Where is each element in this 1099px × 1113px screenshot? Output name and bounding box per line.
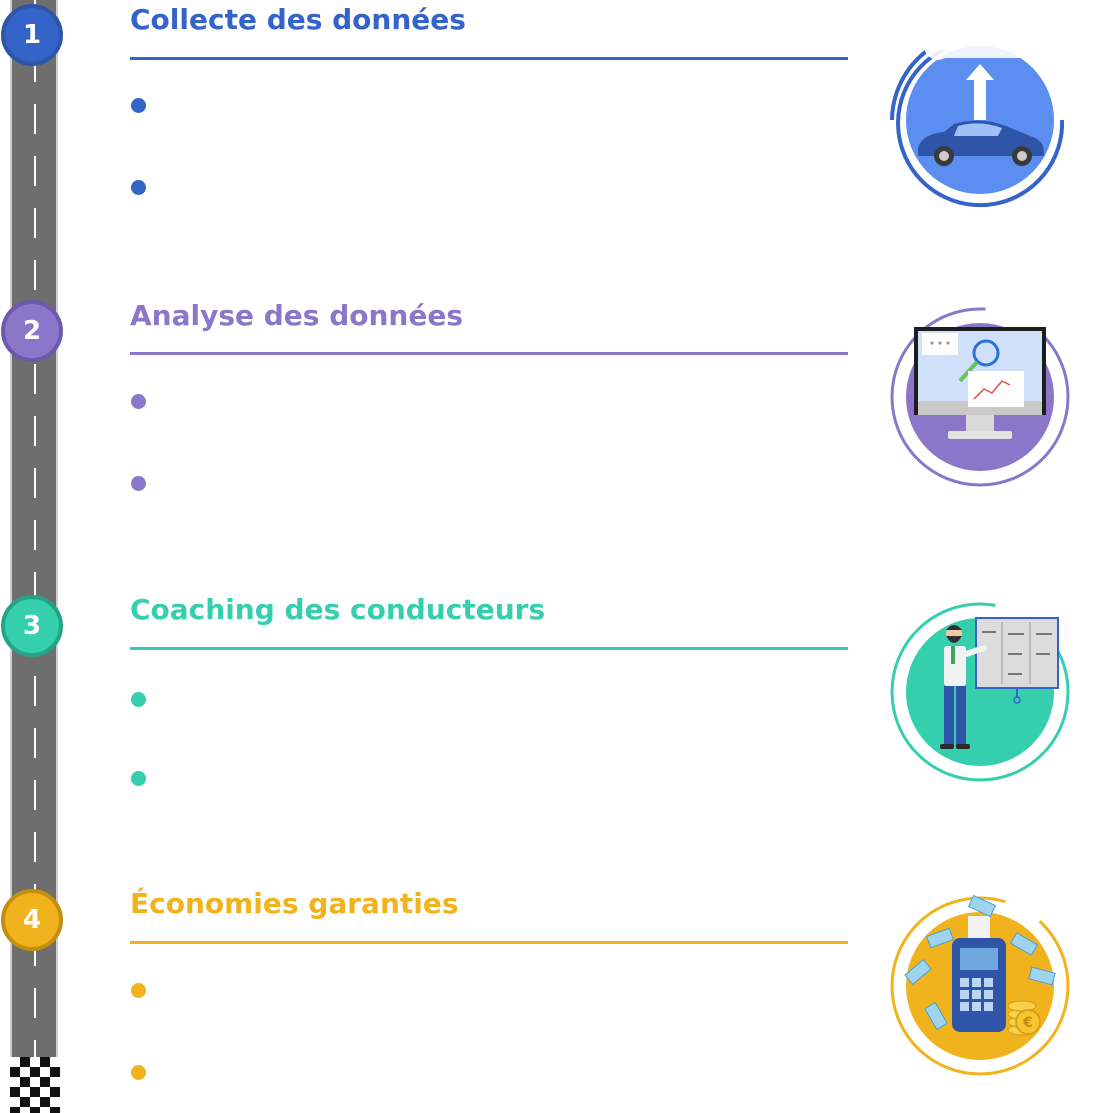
step-4-title: Économies garanties bbox=[130, 887, 459, 920]
step-3-bullet-1 bbox=[131, 692, 146, 707]
step-2-title: Analyse des données bbox=[130, 299, 463, 332]
svg-text:€: € bbox=[1022, 1015, 1033, 1031]
car-upload-cloud-icon bbox=[890, 28, 1065, 208]
computer-analysis-icon bbox=[890, 307, 1070, 487]
step-4-divider bbox=[130, 941, 848, 944]
step-4-bullet-1 bbox=[131, 983, 146, 998]
step-3-title: Coaching des conducteurs bbox=[130, 593, 546, 626]
step-3-divider bbox=[130, 647, 848, 650]
step-4-number: 4 bbox=[1, 889, 63, 951]
coach-board-icon bbox=[890, 602, 1070, 782]
step-1-bullet-1 bbox=[131, 98, 146, 113]
payment-terminal-euro-icon: € bbox=[890, 894, 1070, 1076]
road-lane-marking bbox=[34, 0, 36, 1060]
finish-flag-icon bbox=[10, 1057, 60, 1113]
step-2-bullet-2 bbox=[131, 476, 146, 491]
step-1-bullet-2 bbox=[131, 180, 146, 195]
step-2-bullet-1 bbox=[131, 394, 146, 409]
step-2-divider bbox=[130, 352, 848, 355]
step-3-bullet-2 bbox=[131, 771, 146, 786]
step-3-number: 3 bbox=[1, 595, 63, 657]
step-1-divider bbox=[130, 57, 848, 60]
step-2-number: 2 bbox=[1, 300, 63, 362]
step-4-bullet-2 bbox=[131, 1065, 146, 1080]
step-1-title: Collecte des données bbox=[130, 3, 466, 36]
step-1-number: 1 bbox=[1, 4, 63, 66]
